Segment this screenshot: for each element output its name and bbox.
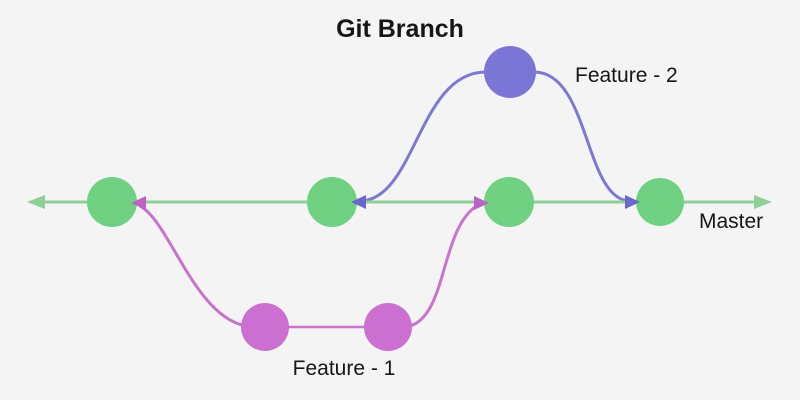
feature1-branch-arrow-icon: [131, 196, 146, 210]
commit-master-2: [307, 177, 357, 227]
feature2-merge-arrow-icon: [625, 195, 640, 209]
feature1-branch-path: [139, 203, 479, 329]
feature1-branch-label: Feature - 1: [293, 357, 396, 380]
diagram-title: Git Branch: [336, 15, 464, 43]
feature1-commits: [241, 303, 412, 351]
feature2-branch-label: Feature - 2: [575, 64, 678, 87]
commit-feature1-1: [241, 303, 289, 351]
commit-feature2-1: [484, 46, 536, 98]
feature1-branch-out-curve: [139, 204, 247, 328]
master-branch-label: Master: [699, 210, 763, 233]
master-right-arrow-icon: [754, 195, 772, 209]
commit-master-3: [484, 177, 534, 227]
feature2-branch-arrow-icon: [351, 195, 366, 209]
commit-master-4: [636, 178, 684, 226]
junction-arrowheads: [131, 195, 640, 210]
commit-feature1-2: [364, 303, 412, 351]
master-commits: [87, 177, 684, 227]
commit-master-1: [87, 177, 137, 227]
feature1-merge-arrow-icon: [474, 196, 489, 210]
master-left-arrow-icon: [27, 195, 45, 209]
feature1-merge-in-curve: [409, 203, 479, 328]
feature2-merge-in-curve: [533, 70, 631, 203]
feature2-branch-out-curve: [359, 70, 487, 203]
feature2-branch-path: [359, 70, 631, 203]
